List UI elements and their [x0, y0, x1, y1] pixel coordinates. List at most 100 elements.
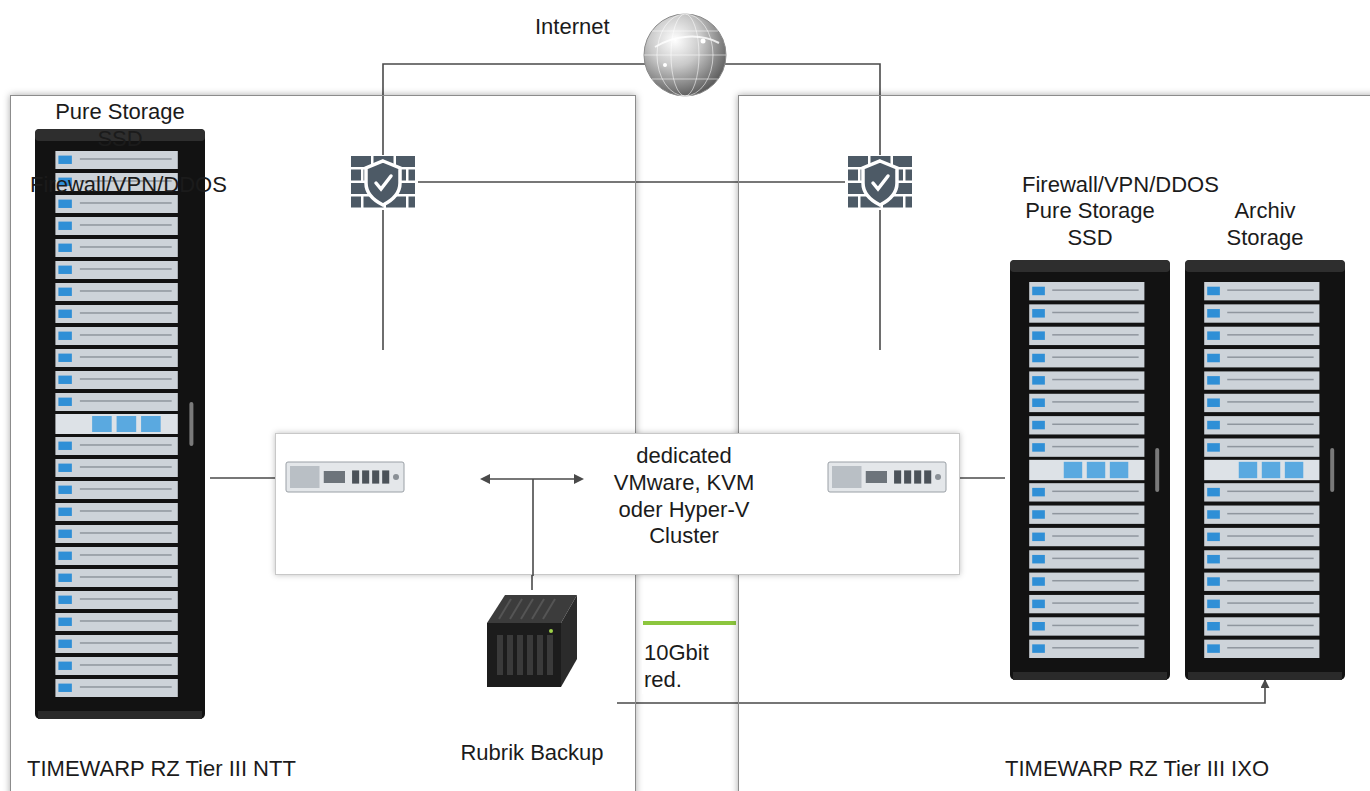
- drawn-shape: [866, 471, 887, 483]
- drawn-shape: [55, 217, 177, 235]
- drawn-shape: [58, 464, 71, 472]
- drawn-shape: [80, 532, 172, 534]
- drawn-shape: [352, 470, 359, 483]
- drawn-shape: [1285, 462, 1303, 478]
- drawn-shape: [1330, 448, 1334, 492]
- drawn-shape: [532, 599, 544, 619]
- drawn-shape: [55, 591, 177, 609]
- drawn-shape: [189, 402, 193, 446]
- drawn-shape: [55, 635, 177, 653]
- label-anchor: Firewall/VPN/DDOS: [30, 172, 260, 199]
- drawn-shape: [80, 686, 172, 688]
- drawn-shape: [55, 437, 177, 455]
- drawn-shape: [1227, 558, 1313, 560]
- drawn-shape: [1207, 287, 1220, 295]
- drawn-shape: [1029, 394, 1144, 412]
- drawn-shape: [1204, 573, 1319, 591]
- drawn-shape: [55, 525, 177, 543]
- drawn-shape: [55, 151, 177, 169]
- label-anchor: Firewall/VPN/DDOS: [1022, 172, 1252, 199]
- drawn-shape: [58, 310, 71, 318]
- drawn-shape: [1032, 644, 1045, 652]
- wire: [879, 210, 881, 350]
- drawn-shape: [80, 246, 172, 248]
- drawn-shape: [1155, 448, 1159, 492]
- drawn-shape: [488, 478, 576, 480]
- drawn-shape: [55, 481, 177, 499]
- drawn-shape: [58, 552, 71, 560]
- archive-rack: Archiv Storage: [1180, 198, 1350, 680]
- drawn-shape: [58, 332, 71, 340]
- drawn-shape: [1227, 647, 1313, 649]
- drawn-shape: [409, 170, 416, 181]
- drawn-shape: [832, 466, 862, 488]
- drawn-shape: [1207, 309, 1220, 317]
- wire: [383, 64, 645, 155]
- drawn-shape: [1032, 309, 1045, 317]
- drawn-shape: [286, 462, 404, 492]
- drawn-shape: [80, 466, 172, 468]
- drawn-shape: [1227, 334, 1313, 336]
- drawn-shape: [547, 635, 553, 675]
- drawn-shape: [58, 662, 71, 670]
- drawn-shape: [1052, 625, 1138, 627]
- drawn-shape: [80, 378, 172, 380]
- drawn-shape: [55, 283, 177, 301]
- node-illustration: [1180, 198, 1350, 680]
- drawn-shape: [1227, 491, 1313, 493]
- drawn-shape: [1227, 580, 1313, 582]
- drawn-shape: [521, 599, 533, 619]
- drawn-shape: [372, 470, 379, 483]
- drawn-shape: [487, 623, 561, 687]
- drawn-shape: [58, 530, 71, 538]
- drawn-shape: [652, 31, 718, 32]
- drawn-shape: [376, 176, 391, 189]
- drawn-shape: [1227, 535, 1313, 537]
- drawn-shape: [1010, 260, 1170, 272]
- server-appliance: [828, 462, 946, 492]
- drawn-shape: [1207, 376, 1220, 384]
- drawn-shape: [1029, 438, 1144, 456]
- drawn-shape: [1207, 533, 1220, 541]
- redundant-link-line: [643, 621, 736, 625]
- drawn-shape: [1032, 488, 1045, 496]
- drawn-shape: [1052, 401, 1138, 403]
- drawn-shape: [58, 376, 71, 384]
- node-label: TIMEWARP RZ Tier III NTT: [27, 756, 347, 783]
- drawn-shape: [873, 176, 888, 189]
- drawn-shape: [1204, 438, 1319, 456]
- drawn-shape: [55, 569, 177, 587]
- drawn-shape: [58, 354, 71, 362]
- drawn-shape: [1029, 327, 1144, 345]
- drawn-shape: [80, 620, 172, 622]
- drawn-shape: [507, 635, 513, 675]
- drawn-shape: [1029, 483, 1144, 501]
- drawn-shape: [1227, 356, 1313, 358]
- drawn-shape: [537, 635, 543, 675]
- drawn-shape: [1207, 555, 1220, 563]
- drawn-shape: [1207, 331, 1220, 339]
- storage-rack: Pure Storage SSD: [1005, 198, 1175, 680]
- drawn-shape: [1032, 443, 1045, 451]
- drawn-shape: [362, 470, 369, 483]
- drawn-shape: [1029, 416, 1144, 434]
- drawn-shape: [527, 635, 533, 675]
- drawn-shape: [80, 312, 172, 314]
- drawn-shape: [1207, 488, 1220, 496]
- drawn-shape: [1204, 617, 1319, 635]
- drawn-shape: [906, 197, 913, 208]
- rack-cabinet: [35, 129, 205, 719]
- drawn-shape: [644, 55, 726, 56]
- drawn-shape: [1227, 379, 1313, 381]
- wire: [382, 210, 384, 350]
- drawn-shape: [1032, 600, 1045, 608]
- drawn-shape: [80, 202, 172, 204]
- drawn-shape: [1204, 304, 1319, 322]
- drawn-shape: [1227, 446, 1313, 448]
- drawn-shape: [55, 547, 177, 565]
- drawn-shape: [80, 158, 172, 160]
- drawn-shape: [80, 400, 172, 402]
- drawn-shape: [1029, 528, 1144, 546]
- drawn-shape: [893, 156, 912, 167]
